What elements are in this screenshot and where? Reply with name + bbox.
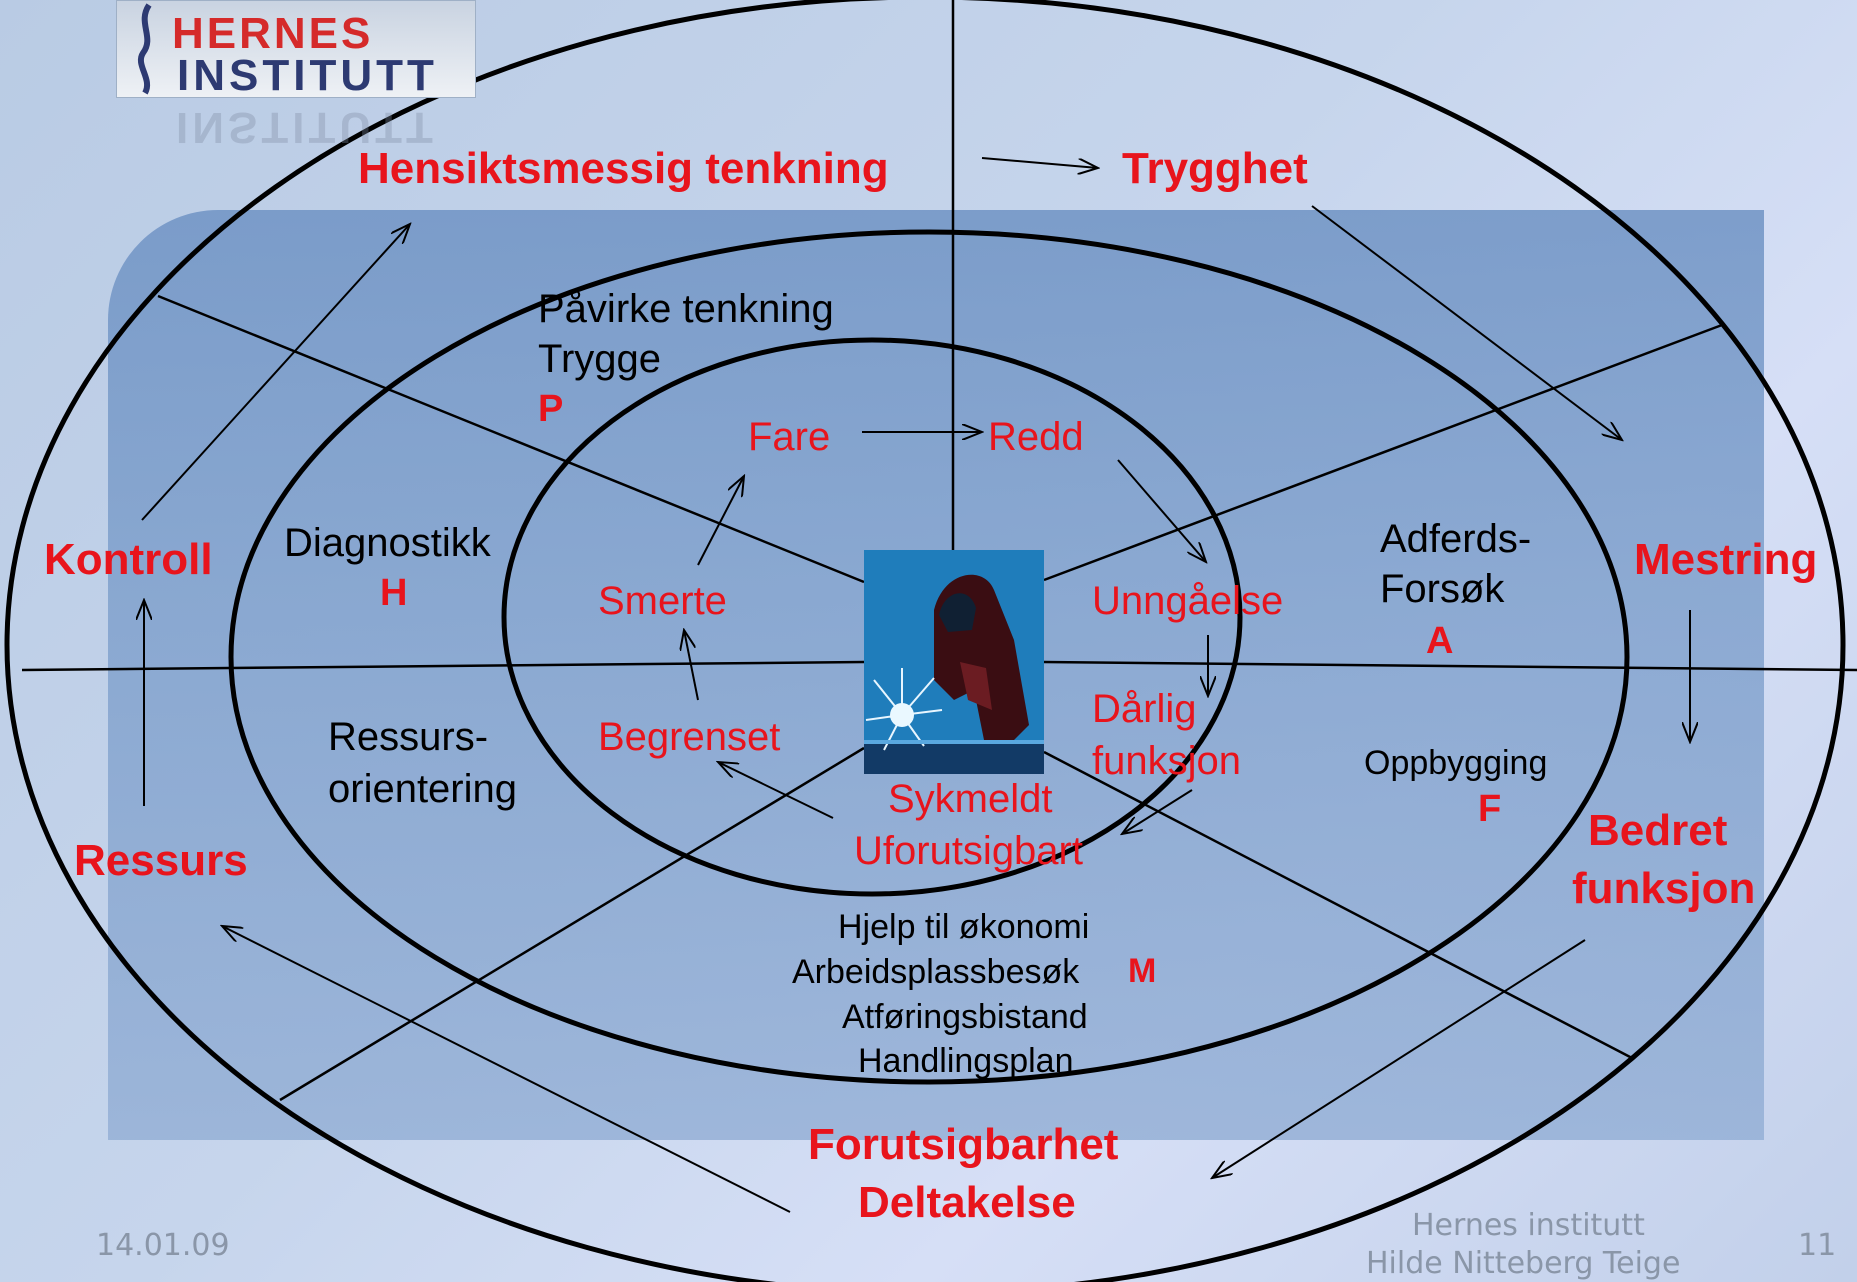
label-ressurs-dash: Ressurs- [328, 715, 489, 759]
label-redd: Redd [988, 415, 1084, 459]
label-begrenset: Begrenset [598, 715, 781, 759]
label-adferds: Adferds- [1380, 517, 1532, 561]
divider-horizontal-left [21, 660, 865, 672]
label-darlig: Dårlig [1092, 687, 1197, 731]
logo-text-institutt: INSTITUTT [177, 51, 438, 100]
label-trygge: Trygge [538, 337, 662, 381]
label-unngaelse: Unngåelse [1092, 579, 1284, 623]
arrow-kontroll-hensikt [141, 224, 410, 521]
arrow-deltakelse-ressurs [222, 926, 791, 1213]
hernes-institutt-logo: HERNES INSTITUTT [116, 0, 476, 100]
letter-a: A [1426, 620, 1454, 662]
label-deltakelse: Deltakelse [858, 1178, 1076, 1227]
arrow-hensikt-trygghet [981, 157, 1098, 168]
letter-m: M [1128, 952, 1157, 990]
footer-date: 14.01.09 [96, 1228, 230, 1263]
letter-p: P [538, 388, 564, 430]
label-hensiktsmessig-tenkning: Hensiktsmessig tenkning [358, 144, 889, 193]
label-funksjon: funksjon [1572, 864, 1756, 913]
label-bedret: Bedret [1588, 806, 1728, 855]
label-smerte: Smerte [598, 579, 727, 623]
welder-image [864, 550, 1044, 774]
arrow-begrenset-smerte [684, 630, 699, 701]
arrow-redd-unngaelse [1117, 459, 1206, 562]
label-darlig-funksjon: funksjon [1092, 739, 1241, 783]
label-kontroll: Kontroll [44, 535, 213, 584]
divider-horizontal-right [1043, 660, 1857, 672]
label-forsok: Forsøk [1380, 567, 1505, 611]
label-mestring: Mestring [1634, 535, 1818, 584]
arrow-darlig-sykmeldt [1122, 789, 1193, 834]
divider-diag-lower-left [279, 746, 865, 1102]
label-oppbygging: Oppbygging [1364, 744, 1548, 782]
arrow-smerte-fare [697, 476, 744, 566]
label-fare: Fare [748, 415, 831, 459]
label-atforingsbistand: Atføringsbistand [842, 998, 1088, 1036]
label-pavirke-tenkning: Påvirke tenkning [538, 287, 834, 331]
divider-diag-upper-right [1043, 323, 1723, 582]
letter-f: F [1478, 788, 1502, 830]
label-handlingsplan: Handlingsplan [858, 1042, 1074, 1080]
arrow-trygghet-mestring [1311, 205, 1622, 440]
arrow-bedret-forutsigbarhet [1212, 939, 1586, 1178]
divider-diag-lower-right [1043, 750, 1633, 1060]
footer-page-number: 11 [1798, 1228, 1837, 1263]
spine-icon [138, 3, 152, 95]
arrow-sykmeldt-begrenset [718, 762, 834, 819]
label-orientering: orientering [328, 767, 518, 811]
footer-org: Hernes institutt [1412, 1208, 1645, 1243]
logo-text-hernes: HERNES [172, 9, 374, 58]
label-sykmeldt: Sykmeldt [888, 777, 1053, 821]
label-hjelp-til-okonomi: Hjelp til økonomi [838, 908, 1090, 946]
outer-ellipse [4, 0, 1846, 1282]
label-ressurs: Ressurs [74, 836, 248, 885]
label-trygghet: Trygghet [1122, 144, 1308, 193]
inner-ellipse [501, 337, 1243, 897]
label-forutsigbarhet: Forutsigbarhet [808, 1120, 1119, 1169]
divider-diag-upper-left [157, 294, 865, 584]
label-diagnostikk: Diagnostikk [284, 521, 491, 565]
label-uforutsigbart: Uforutsigbart [854, 829, 1083, 873]
label-arbeidsplassbesok: Arbeidsplassbesøk [792, 953, 1080, 991]
footer-author: Hilde Nitteberg Teige [1366, 1246, 1681, 1281]
middle-ellipse [228, 229, 1630, 1085]
letter-h: H [380, 572, 408, 614]
